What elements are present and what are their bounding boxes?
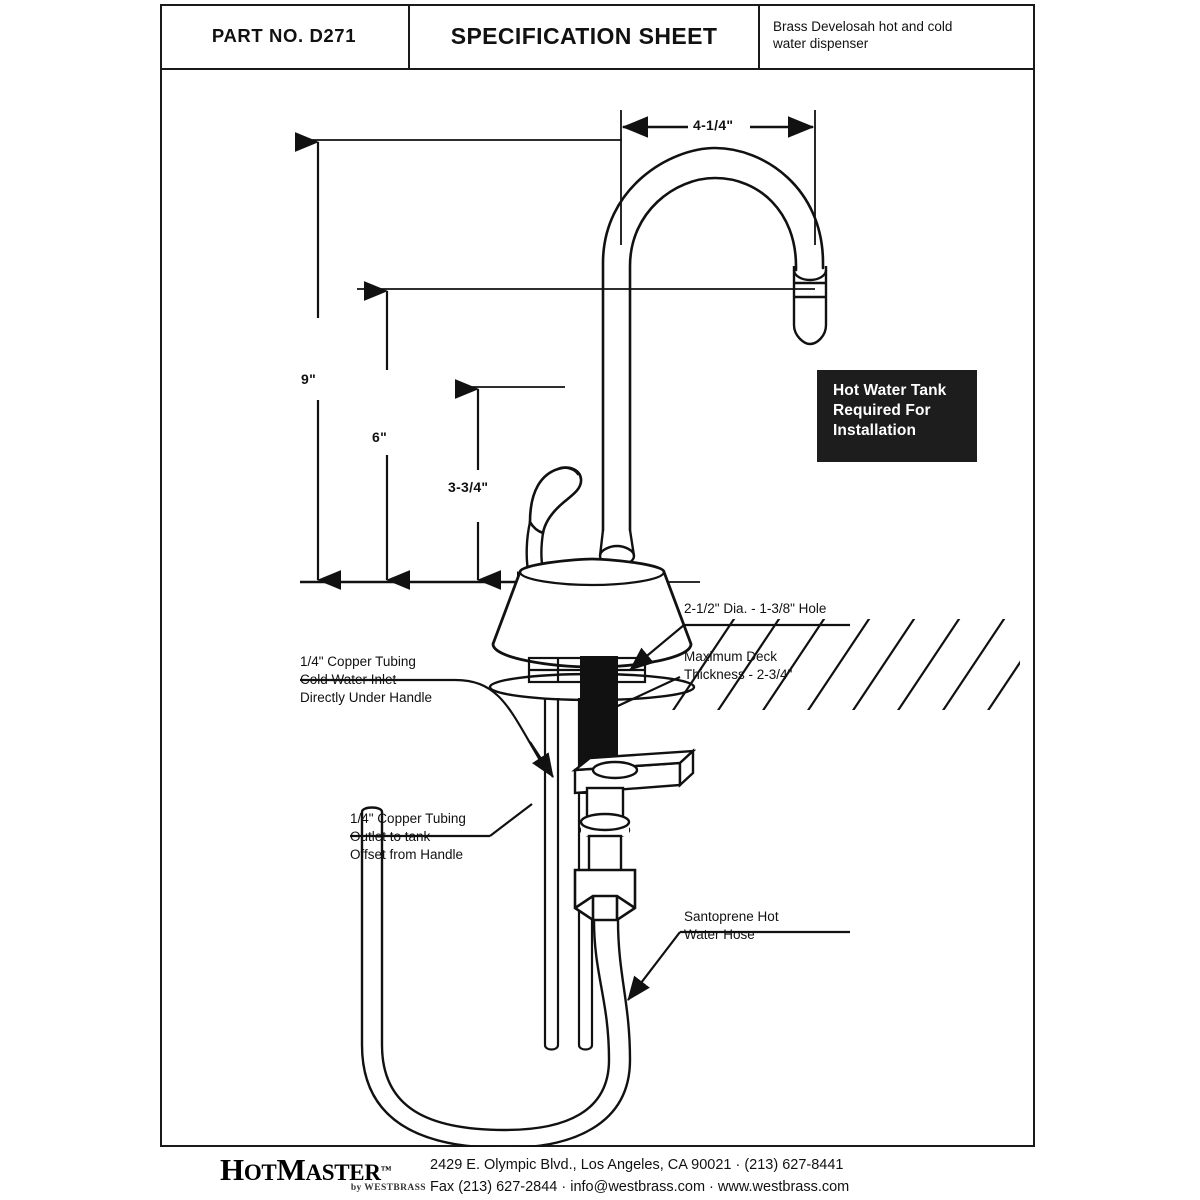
callout-outlet-line2: Outlet to tank <box>350 829 431 845</box>
deck-hatching <box>672 619 1020 710</box>
leader-cold-inlet <box>300 678 554 778</box>
header-description-cell: Brass Develosah hot and cold water dispe… <box>760 4 1035 68</box>
santoprene-hose <box>360 806 632 1147</box>
lower-shank <box>579 786 631 882</box>
logo-m: M <box>276 1152 306 1187</box>
callout-cold-water-inlet: 1/4" Copper Tubing Cold Water Inlet Dire… <box>300 653 432 708</box>
logo-h: H <box>220 1152 244 1187</box>
callout-deck-thickness-line2: Thickness - 2-3/4" <box>684 667 793 683</box>
callout-deck-thickness-line1: Maximum Deck <box>684 649 778 664</box>
callout-santoprene-hose: Santoprene Hot Water Hose <box>684 908 779 944</box>
hex-nut <box>573 868 637 922</box>
dimension-label-total: 9" <box>301 371 317 387</box>
tank-note-line1: Hot Water Tank <box>833 382 947 399</box>
logo-aster: ASTER <box>305 1160 381 1185</box>
trademark-symbol: ™ <box>380 1164 392 1177</box>
faucet-spout <box>601 146 825 532</box>
sheet-title-text: SPECIFICATION SHEET <box>450 22 718 49</box>
sheet-footer: HOTMASTER™ by WESTBRASS 2429 E. Olympic … <box>160 1152 1040 1198</box>
product-description-text: Brass Develosah hot and cold water dispe… <box>773 19 953 51</box>
callout-hose-line1: Santoprene Hot <box>684 909 779 924</box>
hotmaster-wordmark: HOTMASTER™ <box>220 1152 430 1188</box>
address-line-1: 2429 E. Olympic Blvd., Los Angeles, CA 9… <box>430 1157 844 1173</box>
callout-outlet-line3: Offset from Handle <box>350 847 464 863</box>
callout-deck-thickness: Maximum Deck Thickness - 2-3/4" <box>684 648 792 684</box>
tank-note-line2: Required For <box>833 401 931 419</box>
hotmaster-logo: HOTMASTER™ by WESTBRASS <box>160 1152 430 1193</box>
callout-hose-line2: Water Hose <box>684 927 755 943</box>
logo-ot: OT <box>243 1160 277 1185</box>
header-title-cell: SPECIFICATION SHEET <box>410 4 760 68</box>
company-address: 2429 E. Olympic Blvd., Los Angeles, CA 9… <box>430 1152 1040 1199</box>
address-line-2: Fax (213) 627-2844 · info@westbrass.com … <box>430 1178 850 1195</box>
callout-cold-line3: Directly Under Handle <box>300 690 433 706</box>
callout-cold-line2: Cold Water Inlet <box>300 672 397 688</box>
dimension-width-top <box>620 110 816 245</box>
hot-water-tank-note: Hot Water Tank Required For Installation <box>817 370 977 462</box>
callout-outlet-to-tank: 1/4" Copper Tubing Outlet to tank Offset… <box>350 810 466 865</box>
leader-outlet-tank <box>350 803 533 838</box>
drawing-svg <box>294 110 1020 1147</box>
sheet-border <box>160 4 1035 1147</box>
dimension-label-width: 4-1/4" <box>693 117 734 133</box>
callout-hole-size: 2-1/2" Dia. - 1-3/8" Hole <box>684 601 827 616</box>
dimension-label-spout: 6" <box>372 429 388 445</box>
faucet-body-top-ellipse <box>518 571 666 587</box>
leader-hose <box>627 930 850 1001</box>
faucet-aerator <box>792 266 828 346</box>
tank-note-line3: Installation <box>833 421 917 439</box>
leader-hole <box>629 623 850 671</box>
logo-subtitle: by WESTBRASS <box>350 1183 426 1193</box>
faucet-body <box>491 557 693 669</box>
callout-cold-line1: 1/4" Copper Tubing <box>300 654 416 669</box>
technical-drawing: 9" 6" 3-3/4" 4-1/4" 2-1/2" Dia. - 1-3/8"… <box>160 70 1035 1147</box>
faucet-handle <box>528 466 583 535</box>
sheet-header: PART NO. D271 SPECIFICATION SHEET Brass … <box>160 4 1035 70</box>
header-part-number-cell: PART NO. D271 <box>160 4 410 68</box>
part-number-text: PART NO. D271 <box>211 25 357 46</box>
callout-outlet-line1: 1/4" Copper Tubing <box>350 811 466 826</box>
leader-deck-thickness <box>591 676 681 719</box>
mounting-plate <box>571 748 697 795</box>
dimension-label-handle: 3-3/4" <box>448 479 489 495</box>
